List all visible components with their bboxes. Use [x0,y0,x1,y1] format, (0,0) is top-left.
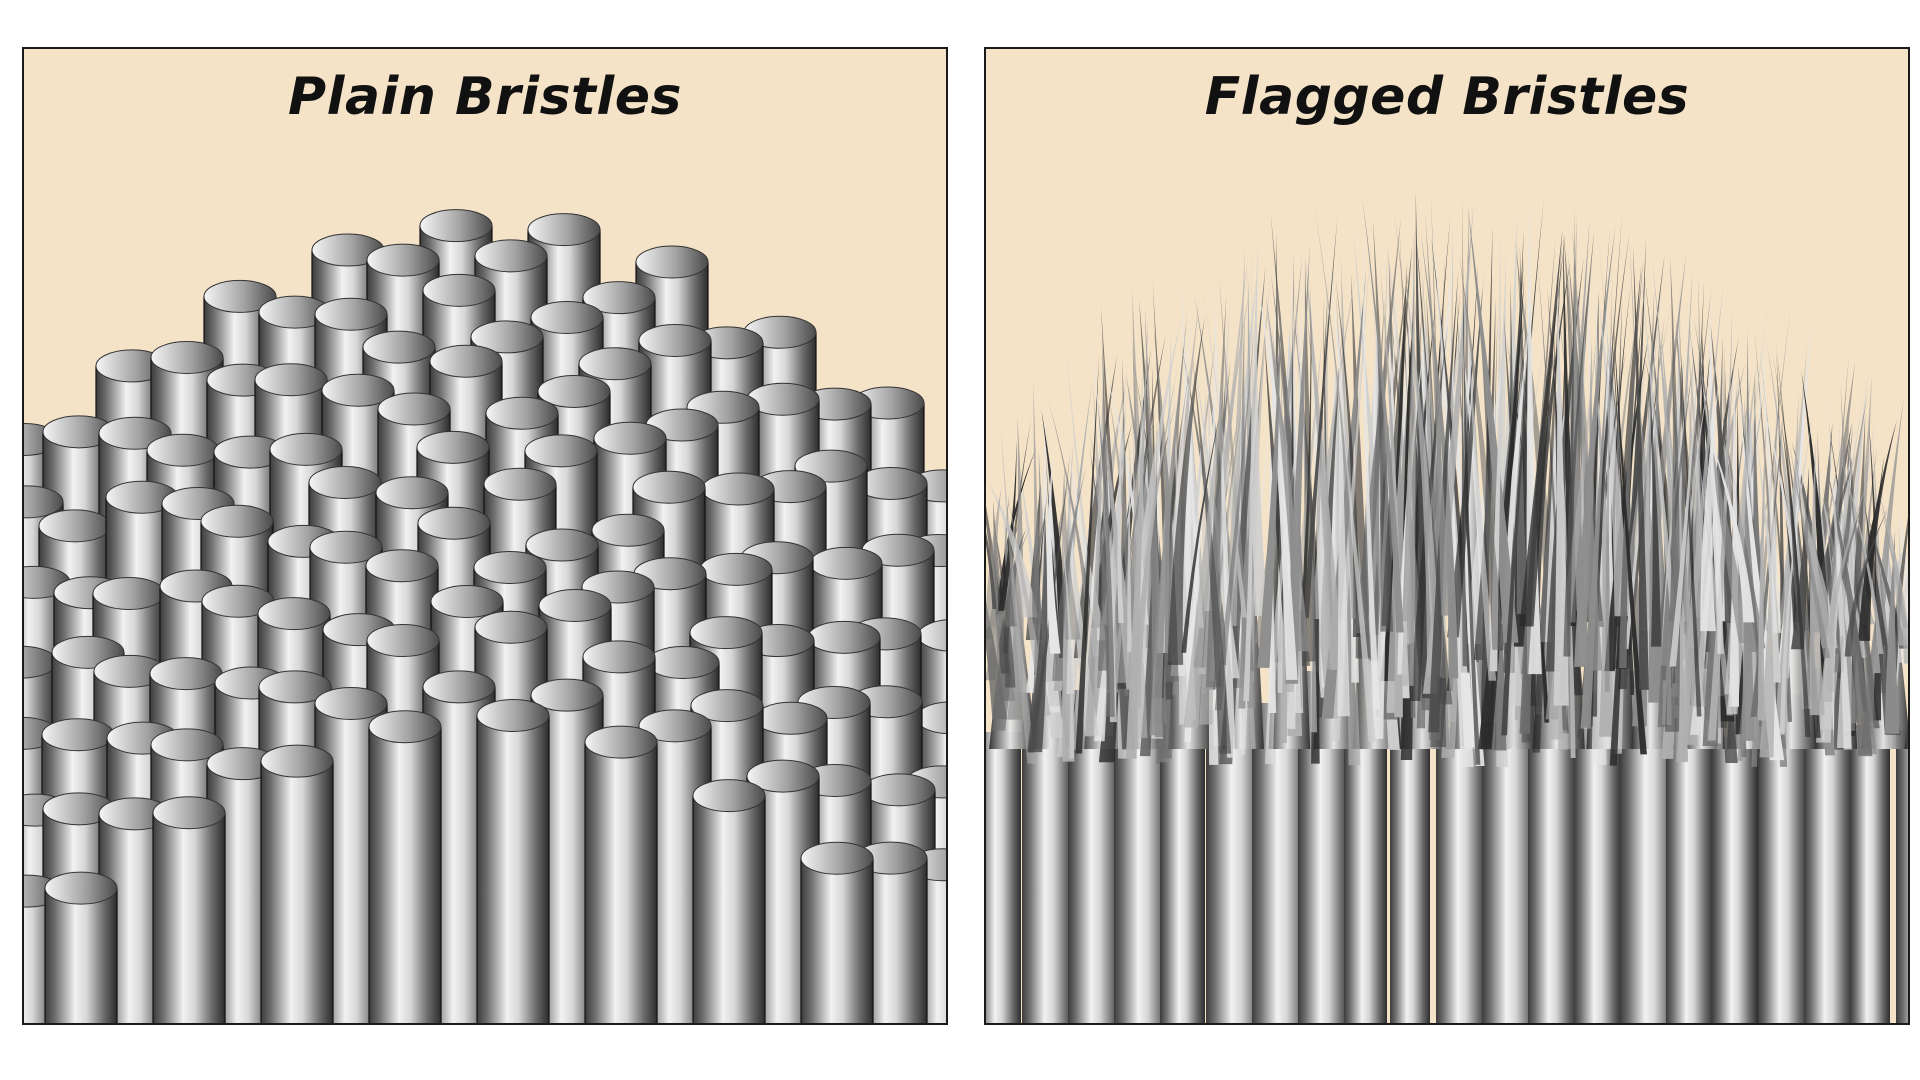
plain-bristles-title: Plain Bristles [288,67,682,127]
bristle-cylinder [152,796,226,1023]
bristle-cylinder [368,710,442,1023]
flagged-bristles-illustration [986,191,1908,1023]
plain-bristles-illustration [24,209,946,1023]
flagged-bristles-title: Flagged Bristles [1204,67,1690,127]
bristle-cylinder [260,744,334,1023]
flagged-tips [986,191,1908,767]
bristle-cylinder [44,871,118,1023]
bristle-cylinder [476,699,550,1023]
plain-bristles-panel: Plain Bristles [22,47,948,1025]
bristle-cylinder [800,841,874,1023]
flagged-bristles-panel: Flagged Bristles [984,47,1910,1025]
bristle-bases [986,669,1908,1023]
bristle-cylinder [584,725,658,1023]
bristle-cylinder [692,779,766,1023]
